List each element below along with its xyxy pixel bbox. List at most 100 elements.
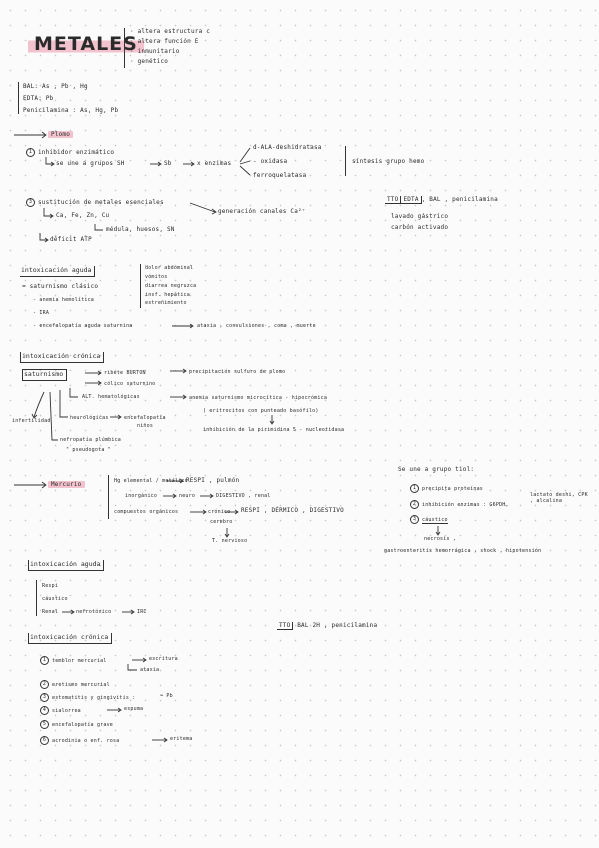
punteado: ( eritrocitos con punteado basófilo) xyxy=(203,408,319,414)
enzimas-label: x enzimas xyxy=(197,160,232,167)
saturnismo-clasico: ≃ saturnismo clásico xyxy=(22,283,99,290)
hg-inorganico: inorgánico xyxy=(125,493,158,499)
deficit: déficit ATP xyxy=(50,236,92,243)
carbon: carbón activado xyxy=(391,224,449,231)
saturnismo-box: saturnismo xyxy=(22,369,68,381)
tiol-header: Se une a grupo tiol: xyxy=(398,466,475,473)
mercurio-brace xyxy=(108,475,109,519)
number-badge: 6 xyxy=(40,736,49,745)
hg-aguda-brace xyxy=(36,580,37,616)
antidote-line: EDTA: Pb xyxy=(23,95,54,102)
hemo-label: síntesis grupo hemo xyxy=(352,158,425,165)
hg-aguda-item: Renal xyxy=(42,609,59,615)
sintoma: insf. hepática xyxy=(145,292,190,298)
alt-hemato: ALT. hematológicas xyxy=(82,394,140,400)
number-badge: 3 xyxy=(40,693,49,702)
hg-escritura: escritura xyxy=(149,656,178,662)
enzyme-item: ferroquelatasa xyxy=(253,172,307,179)
colico: cólico saturnino xyxy=(104,381,156,387)
intro-brace xyxy=(124,28,125,68)
hg-ataxia: ataxia xyxy=(140,667,160,673)
nefropatia: nefropatía plúmbica xyxy=(60,437,121,443)
sintoma: estreñimiento xyxy=(145,300,187,306)
medula: médula, huesos, SN xyxy=(106,226,175,233)
inhibicion: inhibición de la pirimidina 5 - nucleoti… xyxy=(203,427,345,433)
sint-brace xyxy=(140,264,141,308)
hg-aguda-header: intoxicación aguda xyxy=(28,560,105,571)
number-badge: 1 xyxy=(410,484,419,493)
number-badge: 1 xyxy=(40,656,49,665)
anemia: - anemia hemolítica xyxy=(33,297,94,303)
mercurio-label: Mercurio xyxy=(48,481,85,489)
aguda-header: intoxicación aguda xyxy=(20,266,96,277)
hg-pb-like: ≃ Pb xyxy=(160,693,173,699)
cronica-header: intoxicación crónica xyxy=(20,352,105,363)
hg-elemental: Hg elemental / metálico xyxy=(114,478,188,484)
sintoma: vómitos xyxy=(145,274,168,280)
antidote-brace xyxy=(18,82,19,114)
antidote-line: Penicilamina : As, Hg, Pb xyxy=(23,107,119,114)
calcio: generación canales Ca²⁺ xyxy=(218,208,306,215)
lavado: lavado gástrico xyxy=(391,213,449,220)
hg-irc: IRC xyxy=(137,609,147,615)
number-badge: 3 xyxy=(410,515,419,524)
tiol-item-2-enzymes: lactato deshi, CPK , alcalina xyxy=(530,492,588,504)
hemo-brace xyxy=(345,146,346,176)
hg-eritema: eritema xyxy=(170,736,193,742)
pseudogota: " pseudogota " xyxy=(66,447,111,453)
sintoma: dolor abdominal xyxy=(145,265,194,271)
sistema-nervioso: T. nervioso xyxy=(212,538,248,544)
intro-line: · altera función E xyxy=(130,38,199,45)
hg-inorganico-mid: neuro xyxy=(179,493,196,499)
hg-espuma: espuma xyxy=(124,706,144,712)
cations: Ca, Fe, Zn, Cu xyxy=(56,212,110,219)
anemia-saturnismo: anemia saturnismo microcítica - hipocróm… xyxy=(189,395,328,401)
hg-elemental-result: RESPI , pulmón xyxy=(186,477,240,484)
tto-mercurio: TTO BAL 2H , penicilamina xyxy=(277,622,378,630)
number-badge: 3 xyxy=(26,198,35,207)
hg-cronica-header: intoxicación crónica xyxy=(28,633,113,644)
plomo-label: Plomo xyxy=(48,131,74,139)
intro-line: · inmunitario xyxy=(130,48,180,55)
number-badge: 1 xyxy=(26,148,35,157)
neurologicas: neurológicas xyxy=(70,415,109,421)
sintoma: diarrea negruzca xyxy=(145,283,197,289)
enzyme-item: d-ALA-deshidratasa xyxy=(253,144,322,151)
antidote-line: BAL: As , Pb , Hg xyxy=(23,83,88,90)
gastroenteritis: gastroenteritis hemorrágica , shock , hi… xyxy=(384,548,542,554)
number-badge: 5 xyxy=(40,720,49,729)
necrosis: necrosis , xyxy=(424,536,457,542)
ira: - IRA xyxy=(33,310,50,316)
ribete: ribete BURTON xyxy=(104,370,146,376)
ribete-result: precipitación sulfuro de plomo xyxy=(189,369,286,375)
sh-target: Sb xyxy=(164,160,172,167)
number-badge: 4 xyxy=(40,706,49,715)
hg-aguda-item: cáustico xyxy=(42,596,68,602)
enzyme-item: - oxidasa xyxy=(253,158,288,165)
plomo-item-1-sub: se une a grupos SH xyxy=(56,160,125,167)
encefalopatia: encefalopatía xyxy=(124,415,166,421)
infertilidad: infertilidad xyxy=(12,418,51,424)
hg-nefrotoxico: nefrotóxico xyxy=(76,609,112,615)
hg-aguda-item: Respi xyxy=(42,583,59,589)
encefalopatia-sintomas: ataxia , convulsiones , coma , muerte xyxy=(197,323,316,329)
hg-inorganico-result: DIGESTIVO , renal xyxy=(216,493,271,499)
ninos: niños xyxy=(137,423,154,429)
hg-organicos: compuestos orgánicos xyxy=(114,509,179,515)
page-title: METALES xyxy=(28,33,144,55)
intro-line: · genético xyxy=(130,58,169,65)
number-badge: 2 xyxy=(40,680,49,689)
number-badge: 2 xyxy=(410,500,419,509)
